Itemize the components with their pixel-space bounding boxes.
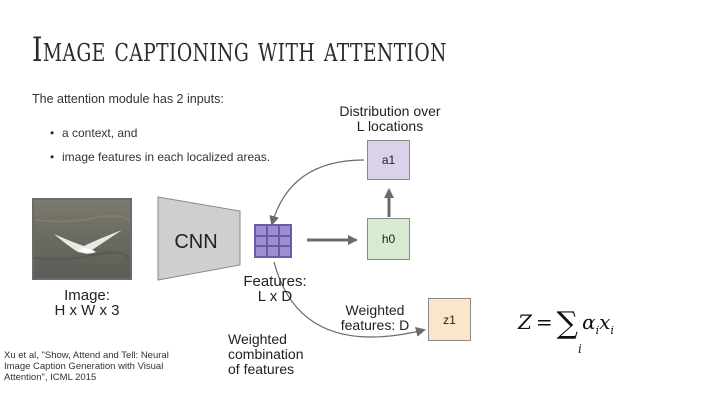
attention-formula: Z=∑αixi i [518, 302, 614, 356]
grid-cell [279, 225, 291, 236]
weighted-comb-line1: Weighted [228, 331, 287, 347]
bullet-item: image features in each localized areas. [50, 150, 270, 164]
formula-alpha-sub: i [595, 324, 600, 337]
grid-cell [279, 246, 291, 257]
grid-cell [267, 225, 279, 236]
grid-cell [267, 246, 279, 257]
weighted-features-line2: features: D [340, 317, 410, 333]
slide-title: Image captioning with attention [32, 30, 447, 70]
weighted-comb-line2: combination [228, 346, 304, 362]
grid-cell [255, 235, 267, 247]
h0-box: h0 [367, 218, 410, 260]
bullet-item: a context, and [50, 126, 270, 140]
cnn-block [157, 196, 241, 281]
features-label-line2: L x D [257, 288, 293, 305]
distribution-label: Distribution over L locations [320, 104, 460, 134]
weighted-features-line1: Weighted [345, 302, 405, 318]
formula-sum-index: i [578, 342, 582, 356]
citation: Xu et al, "Show, Attend and Tell: Neural… [4, 350, 204, 383]
distribution-label-line2: L locations [356, 118, 424, 134]
cnn-label: CNN [174, 231, 218, 253]
citation-line2: Image Caption Generation with Visual [4, 361, 164, 372]
grid-cell [279, 235, 291, 247]
weighted-comb-line3: of features [228, 361, 295, 377]
citation-line1: Xu et al, "Show, Attend and Tell: Neural [4, 350, 169, 361]
distribution-label-line1: Distribution over [339, 103, 441, 119]
formula-sum: ∑ [556, 306, 579, 341]
formula-alpha: α [582, 310, 596, 334]
formula-lhs: Z [518, 310, 532, 334]
formula-x: x [599, 310, 611, 334]
arrow-features-to-z1 [273, 261, 426, 338]
bird-photo-icon [34, 200, 130, 278]
image-label: Image: H x W x 3 [40, 288, 134, 318]
a1-box: a1 [367, 140, 410, 180]
image-label-line2: H x W x 3 [54, 302, 120, 319]
bullet-list: a context, and image features in each lo… [50, 126, 270, 174]
weighted-combination-label: Weighted combination of features [228, 332, 328, 377]
intro-text: The attention module has 2 inputs: [32, 92, 224, 106]
features-label: Features: L x D [230, 274, 320, 304]
formula-equals: = [535, 310, 553, 334]
grid-cell [255, 246, 267, 257]
grid-cell [267, 235, 279, 247]
z1-box: z1 [428, 298, 471, 341]
arrow-a1-to-features [269, 159, 365, 226]
input-image [32, 198, 132, 280]
image-label-line1: Image: [64, 287, 110, 304]
features-label-line1: Features: [243, 273, 307, 290]
formula-x-sub: i [610, 324, 614, 337]
feature-grid [254, 224, 292, 258]
weighted-features-label: Weighted features: D [330, 303, 420, 333]
grid-cell [255, 225, 267, 236]
citation-line3: Attention", ICML 2015 [4, 372, 97, 383]
